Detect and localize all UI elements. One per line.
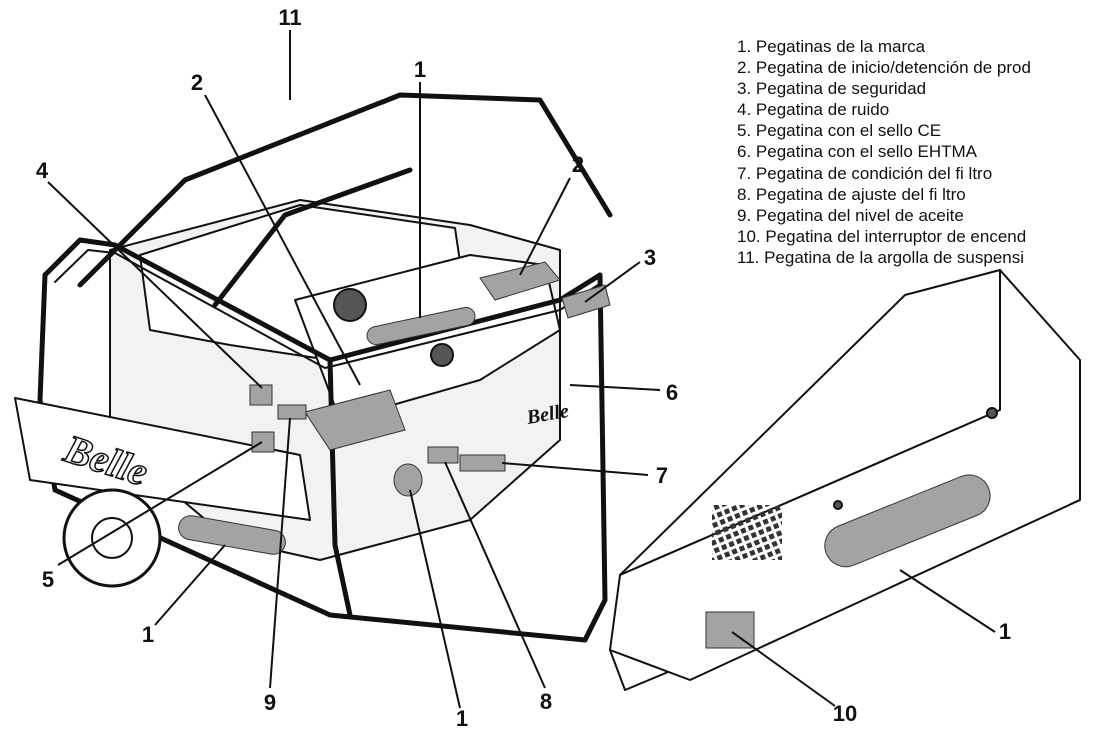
callout-number: 2 bbox=[191, 70, 203, 95]
wheel bbox=[62, 488, 162, 588]
legend-item: 8. Pegatina de ajuste del fi ltro bbox=[737, 184, 966, 204]
callout-number: 1 bbox=[142, 622, 154, 647]
leader-line bbox=[57, 441, 263, 566]
legend-item: 6. Pegatina con el sello EHTMA bbox=[737, 142, 978, 162]
sticker-noise bbox=[249, 384, 273, 406]
leader-line bbox=[519, 177, 571, 276]
callout-numbers: 11 2 1 4 2 3 6 7 5 1 9 8 1 1 10 bbox=[36, 5, 1011, 729]
sticker-oil-level bbox=[277, 404, 307, 420]
hydraulic-power-pack-drawing bbox=[14, 92, 613, 643]
sticker-ce-mark bbox=[251, 431, 275, 453]
callout-number: 11 bbox=[278, 5, 301, 30]
roll-cage-handle bbox=[212, 167, 413, 308]
callout-number: 10 bbox=[833, 701, 857, 726]
legend-item: 2. Pegatina de inicio/detención de prod bbox=[737, 58, 1031, 78]
leader-lines bbox=[47, 30, 996, 709]
legend-item: 10. Pegatina del interruptor de encend bbox=[737, 226, 1027, 246]
callout-number: 3 bbox=[644, 245, 656, 270]
leader-line bbox=[899, 569, 996, 633]
sticker-legend: 1. Pegatinas de la marca 2. Pegatina de … bbox=[737, 36, 1104, 268]
callout-number: 9 bbox=[264, 690, 276, 715]
side-cover-vent-grille bbox=[712, 505, 782, 560]
legend-item: 3. Pegatina de seguridad bbox=[737, 79, 927, 99]
legend-item: 9. Pegatina del nivel de aceite bbox=[737, 205, 964, 225]
side-cover-drawing bbox=[609, 269, 1081, 691]
sticker-filter-adjustment bbox=[427, 446, 459, 464]
legend-item: 11. Pegatina de la argolla de suspensi bbox=[737, 247, 1024, 267]
leader-line bbox=[569, 384, 661, 391]
legend-item: 1. Pegatinas de la marca bbox=[737, 37, 926, 56]
callout-number: 8 bbox=[540, 689, 552, 714]
brand-sticker-areas bbox=[178, 261, 611, 555]
callout-number: 2 bbox=[572, 152, 584, 177]
leader-line bbox=[501, 462, 649, 476]
leader-line bbox=[444, 461, 546, 689]
roll-cage-top-rear bbox=[77, 92, 613, 288]
callout-number: 6 bbox=[666, 380, 678, 405]
legend-item: 4. Pegatina de ruido bbox=[737, 100, 890, 120]
leader-line bbox=[47, 181, 263, 389]
sticker-filter-condition bbox=[459, 454, 506, 472]
sticker-start-stop-front bbox=[304, 389, 406, 451]
roll-cage-top-front bbox=[42, 237, 603, 363]
callout-number: 4 bbox=[36, 158, 49, 183]
leader-line bbox=[204, 94, 361, 386]
callout-number: 7 bbox=[656, 463, 668, 488]
callout-number: 5 bbox=[42, 567, 54, 592]
front-side-rail bbox=[14, 397, 311, 521]
side-cover-screw bbox=[833, 500, 843, 510]
callout-number: 1 bbox=[456, 706, 468, 729]
leader-line bbox=[269, 417, 291, 689]
roll-cage-right-upright bbox=[582, 272, 608, 643]
leader-line bbox=[154, 544, 226, 626]
leader-line bbox=[584, 261, 641, 303]
sticker-ehtma bbox=[393, 463, 423, 497]
legend-item: 5. Pegatina con el sello CE bbox=[737, 121, 942, 141]
callout-number: 1 bbox=[414, 57, 426, 82]
sticker-cover-brand bbox=[824, 474, 991, 568]
legend-item: 7. Pegatina de condición del fi ltro bbox=[737, 163, 993, 183]
filler-cap bbox=[333, 288, 367, 322]
leader-line bbox=[409, 489, 461, 709]
sticker-side-brand bbox=[178, 515, 286, 555]
wheel-hub bbox=[91, 517, 133, 559]
side-cover-screw bbox=[986, 407, 998, 419]
control-knob bbox=[430, 343, 454, 367]
leader-line bbox=[731, 631, 836, 707]
callout-number: 1 bbox=[999, 619, 1011, 644]
